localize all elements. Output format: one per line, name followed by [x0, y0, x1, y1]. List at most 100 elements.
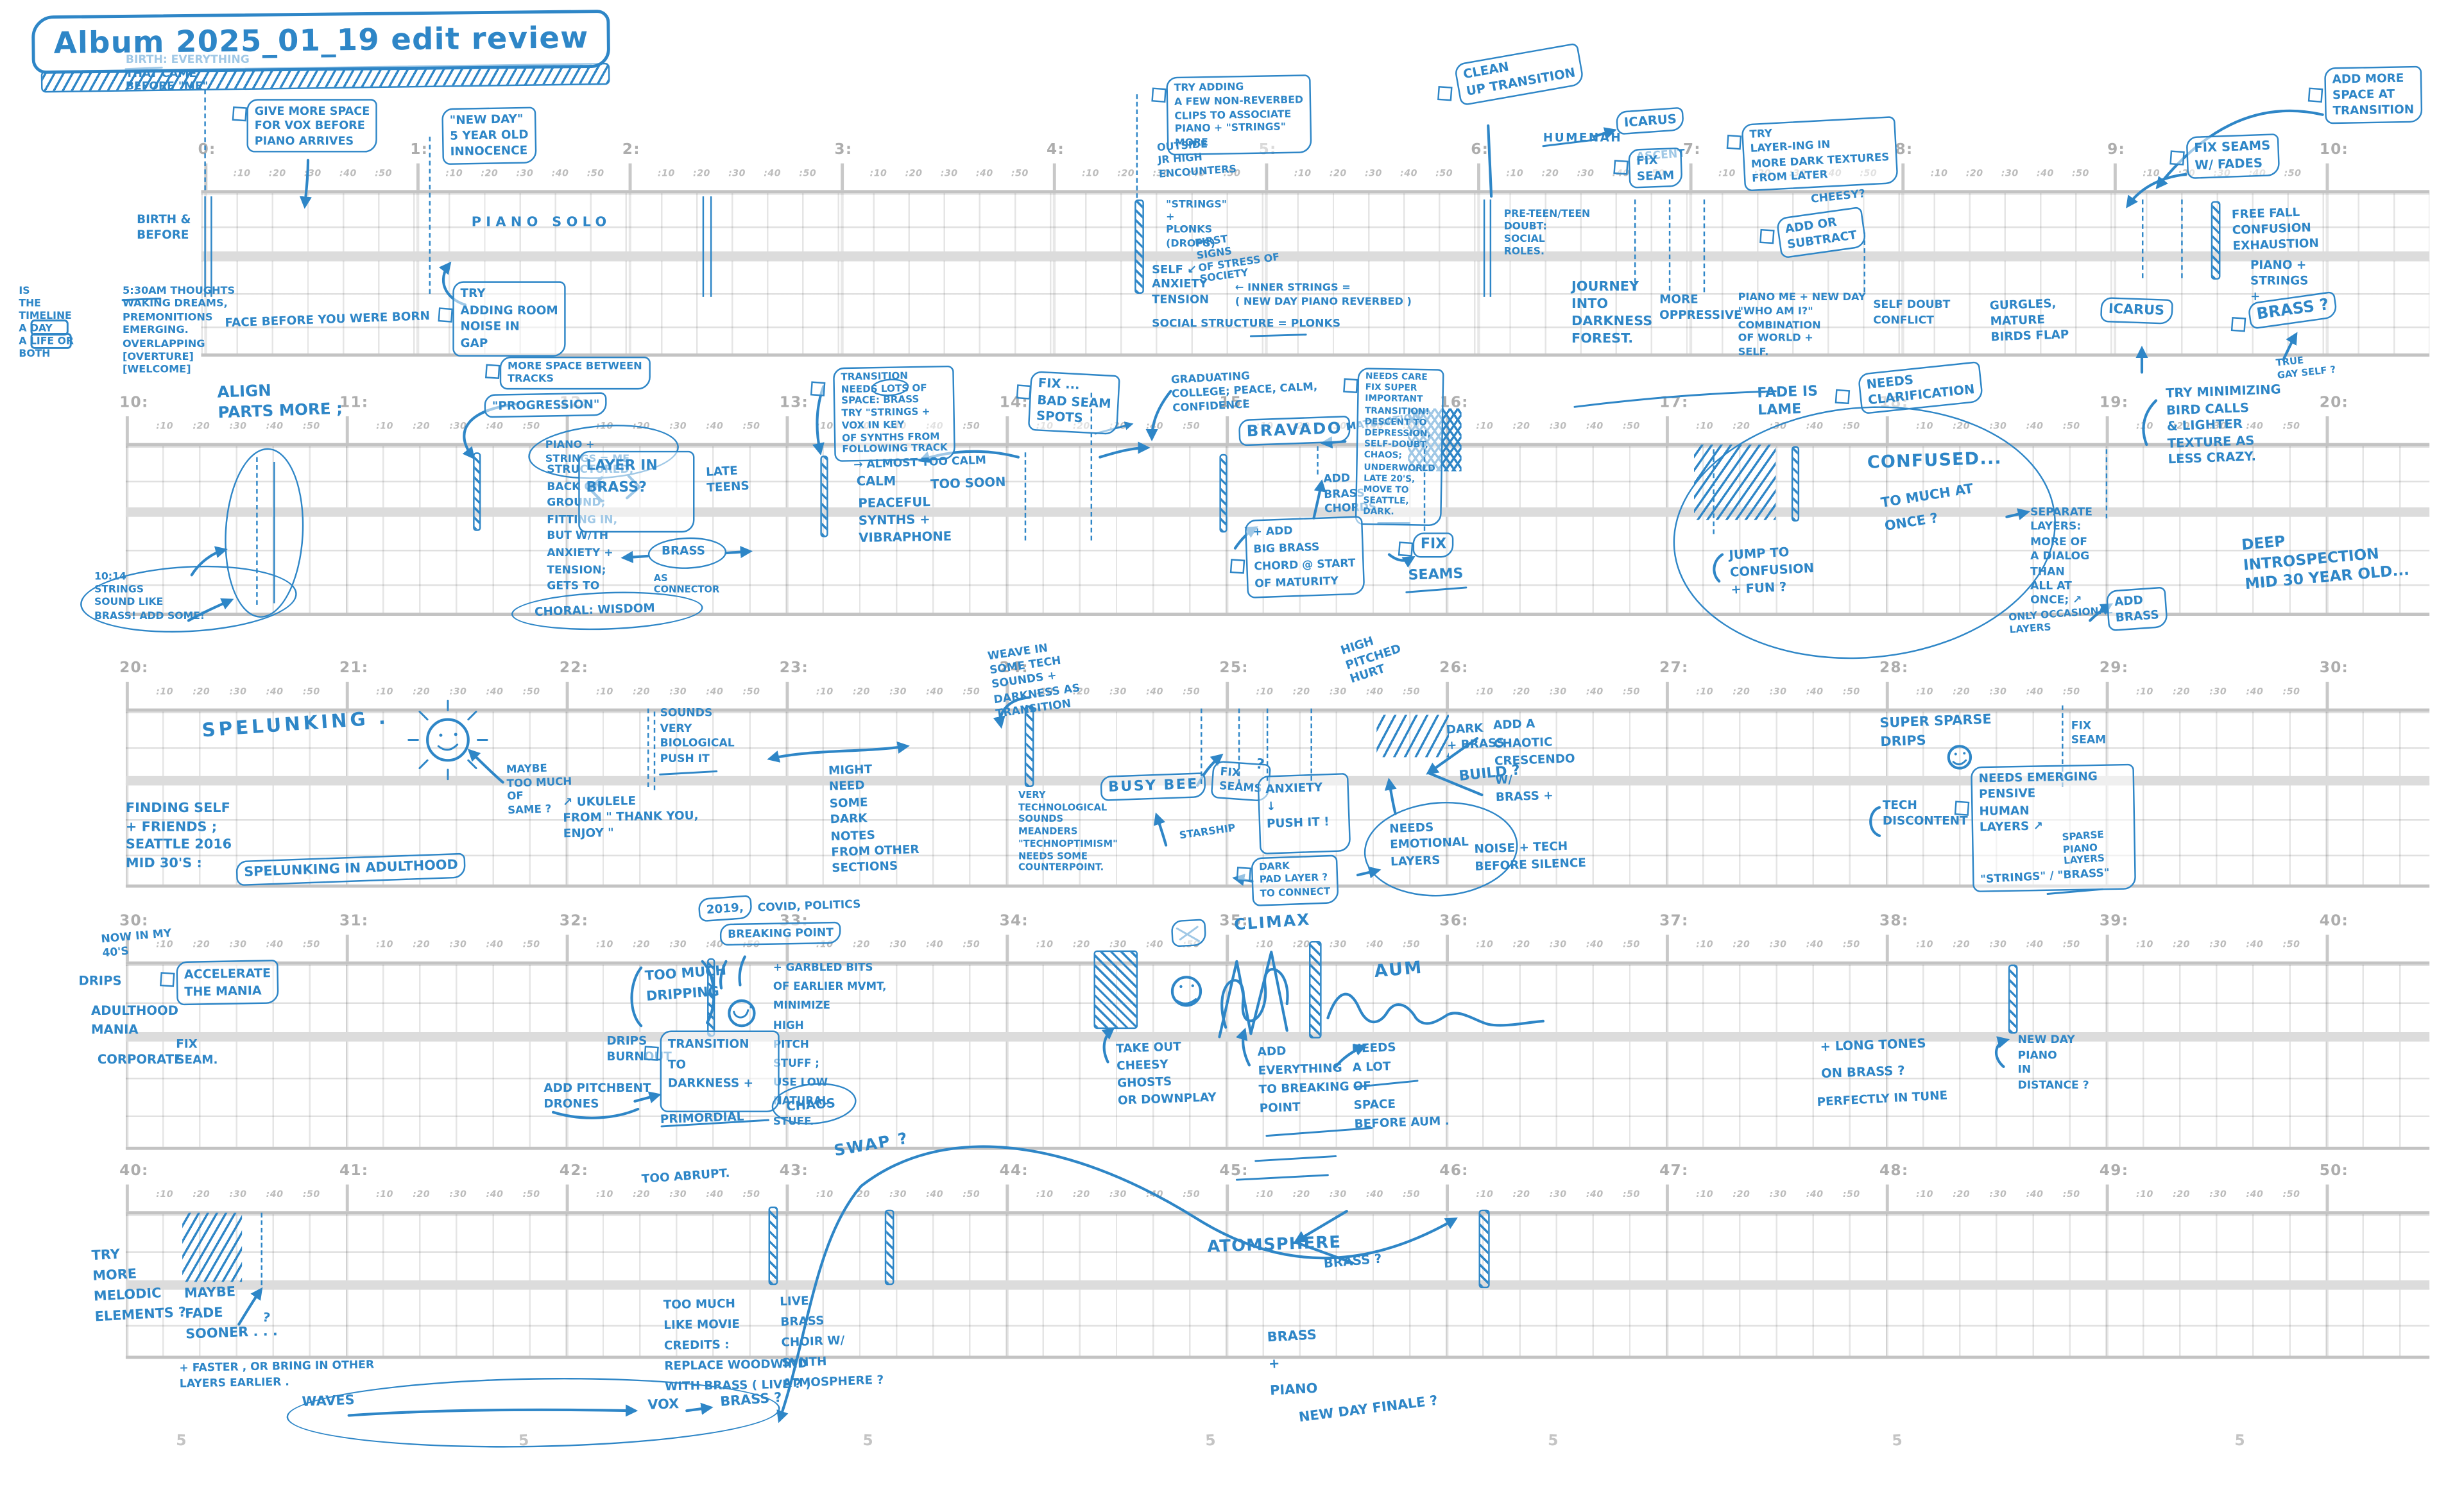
climax-zigzag-bar [1309, 940, 1322, 1039]
hour-label: 44: [999, 1162, 1029, 1180]
minute-label: :20 [481, 169, 499, 180]
hour-tick [2105, 935, 2109, 962]
minute-label: :20 [693, 169, 710, 180]
note-needs-clarification-checkbox [1835, 389, 1849, 403]
note-ukulele: ↗ UKULELE FROM " THANK YOU, ENJOY " [562, 793, 699, 841]
note-faster-layers: + FASTER , OR BRING IN OTHER LAYERS EARL… [179, 1358, 375, 1391]
minute-label: :30 [304, 169, 321, 180]
minute-label: :10 [2135, 422, 2153, 432]
note-breaking-point: BREAKING POINT [719, 921, 842, 946]
minute-label: :20 [852, 1191, 870, 1201]
minute-label: :10 [1294, 169, 1312, 180]
birth-bar-left [204, 196, 206, 297]
minute-label: :20 [1292, 1191, 1310, 1201]
minute-label: :50 [302, 422, 320, 432]
note-too-soon: TOO SOON [930, 475, 1006, 492]
seam-bar-r2-left [473, 452, 481, 531]
minute-label: :40 [1806, 940, 1824, 951]
note-more-oppressive: MORE OPPRESSIVE [1659, 292, 1742, 321]
minute-label: :40 [266, 940, 284, 951]
minute-label: :30 [1989, 422, 2007, 432]
hour-tick [2325, 416, 2329, 443]
minute-label: :10 [1506, 169, 1524, 180]
minute-label: :10 [1036, 688, 1054, 698]
minute-label: :40 [1586, 422, 1604, 432]
note-try-melodic: TRY MORE MELODIC ELEMENTS ? [91, 1247, 187, 1326]
minute-label: :30 [1549, 422, 1567, 432]
hour-tick [2325, 163, 2329, 191]
minute-label: :50 [2062, 1191, 2080, 1201]
note-fix-seam-r3-right: FIX SEAM [2071, 719, 2107, 747]
note-very-technological: VERY TECHNOLOGICAL SOUNDS MEANDERS "TECH… [1018, 790, 1118, 874]
minute-label: :10 [1696, 688, 1714, 698]
note-2019: 2019, [697, 895, 753, 922]
note-adulthood-mania: ADULTHOOD MANIA [91, 1003, 178, 1037]
hour-label: 48: [1879, 1162, 1909, 1180]
hour-tick [125, 1184, 128, 1212]
minute-label: :20 [1953, 422, 1971, 432]
seam-bar-fade [1791, 446, 1800, 522]
breaking-underline-2 [1254, 1155, 1337, 1162]
minute-label: :50 [2282, 422, 2300, 432]
seam-bar-weave [1024, 705, 1034, 787]
hour-tick [1665, 1184, 1668, 1212]
minute-label: :50 [1842, 940, 1860, 951]
seam-bar-freefall [2211, 201, 2221, 280]
minute-label: :30 [1769, 422, 1787, 432]
page-title: Album 2025_01_19 edit review [31, 10, 612, 74]
minute-label: :10 [1718, 169, 1736, 180]
footer-mark: 5 [862, 1432, 873, 1450]
minute-label: :20 [193, 688, 210, 698]
minute-label: :10 [1696, 1191, 1714, 1201]
minute-label: :10 [1476, 688, 1494, 698]
minute-label: :30 [2209, 940, 2227, 951]
minute-label: :30 [1577, 169, 1595, 180]
note-transition-darkness: TRANSITION TO DARKNESS + [660, 1030, 780, 1112]
gap-bar-left [702, 196, 705, 297]
note-transition-darkness-checkbox [644, 1046, 658, 1060]
bad-seam-dash-2 [1090, 393, 1093, 541]
hour-tick [2105, 416, 2109, 443]
minute-label: :50 [302, 940, 320, 951]
minute-label: :40 [1586, 1191, 1604, 1201]
hour-label: 10: [119, 394, 149, 412]
minute-label: :30 [1329, 1191, 1347, 1201]
minute-label: :50 [963, 688, 980, 698]
minute-label: :40 [266, 1191, 284, 1201]
hour-tick [2113, 163, 2116, 191]
minute-label: :10 [595, 1191, 613, 1201]
minute-label: :10 [816, 1191, 834, 1201]
hour-tick [345, 681, 348, 709]
note-super-sparse-drips: SUPER SPARSE DRIPS [1879, 712, 1992, 751]
note-fix-seam-r4: FIX SEAM. [176, 1037, 218, 1067]
note-dark-pad-layer: DARK PAD LAYER ? TO CONNECT [1251, 854, 1339, 907]
note-piano-strings: PIANO + STRINGS + [2250, 257, 2309, 303]
note-more-space-between: MORE SPACE BETWEEN TRACKS [499, 356, 650, 390]
minute-label: :40 [706, 940, 724, 951]
minute-label: :30 [449, 940, 467, 951]
minute-label: :50 [1183, 688, 1201, 698]
minute-label: :30 [889, 1191, 907, 1201]
minute-label: :20 [1733, 422, 1750, 432]
minute-label: :30 [449, 688, 467, 698]
minute-label: :40 [926, 688, 944, 698]
minute-label: :30 [229, 688, 247, 698]
note-new-day-distance: NEW DAY PIANO IN DISTANCE ? [2017, 1033, 2089, 1092]
minute-label: :20 [2173, 688, 2191, 698]
minute-label: :20 [1329, 169, 1347, 180]
minute-label: :50 [1183, 1191, 1201, 1201]
align-dash [256, 457, 258, 605]
hour-label: 21: [339, 659, 369, 677]
hour-tick [1477, 163, 1480, 191]
minute-label: :20 [1512, 940, 1530, 951]
note-icarus-top: ICARUS [1615, 106, 1686, 135]
note-add-big-brass: + ADD BIG BRASS CHORD @ START OF MATURIT… [1244, 516, 1365, 598]
minute-label: :40 [2036, 169, 2054, 180]
minute-label: :40 [2026, 422, 2044, 432]
r3-dash-3 [1266, 708, 1269, 781]
note-too-much-dripping: TOO MUCH DRIPPING [644, 963, 727, 1006]
breaking-underline-3 [1235, 1174, 1329, 1181]
note-add-pitchbent: ADD PITCHBENT DRONES [543, 1080, 651, 1111]
note-now-in-40s: NOW IN MY 40'S [100, 927, 173, 960]
minute-label: :50 [522, 422, 540, 432]
